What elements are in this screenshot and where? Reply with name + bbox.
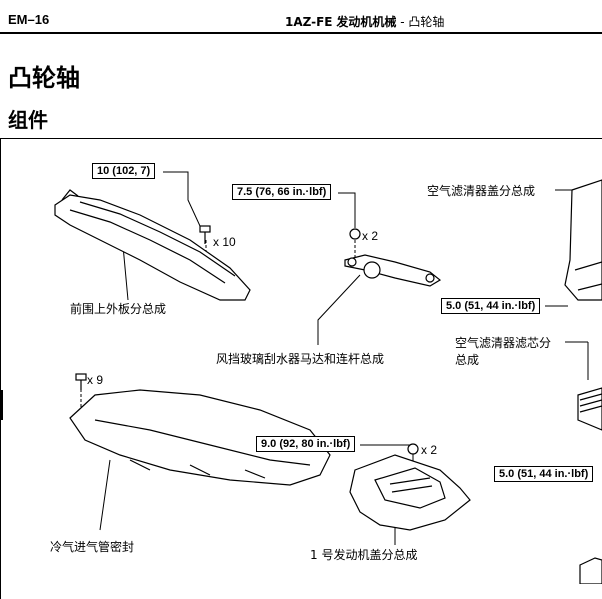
leader-seal-label xyxy=(99,459,111,531)
air-cleaner-cap-drawing xyxy=(564,179,602,301)
torque-spec-cover-nut: 9.0 (92, 80 in.·lbf) xyxy=(256,436,356,452)
illustration-frame xyxy=(0,138,602,599)
air-filter-drawing xyxy=(577,387,602,431)
running-header: 1AZ-FE 发动机机械 - 凸轮轴 xyxy=(285,13,444,30)
label-air-cleaner-cap: 空气滤清器盖分总成 xyxy=(427,184,536,198)
qty-seal-clips: x 9 xyxy=(87,373,104,387)
torque-spec-air-cleaner: 5.0 (51, 44 in.·lbf) xyxy=(441,298,541,314)
wiper-drawing xyxy=(344,254,442,287)
component-illustration xyxy=(54,171,602,584)
partial-component-drawing xyxy=(579,557,602,584)
cool-air-seal-drawing xyxy=(69,389,331,486)
section-name: 发动机机械 xyxy=(336,15,397,29)
qty-wiper-nuts: x 2 xyxy=(362,229,379,243)
leader-wiper-torque xyxy=(338,192,356,228)
section-subtitle: 组件 xyxy=(8,108,48,132)
label-cowl-panel: 前围上外板分总成 xyxy=(70,302,167,316)
header-topic: 凸轮轴 xyxy=(408,15,445,29)
engine-cover-drawing xyxy=(349,454,471,531)
cover-nut xyxy=(407,443,419,455)
seal-clip xyxy=(75,373,87,390)
label-air-filter-line2: 总成 xyxy=(455,353,480,367)
torque-spec-wiper-nut: 7.5 (76, 66 in.·lbf) xyxy=(232,184,332,200)
label-wiper-assembly: 风挡玻璃刮水器马达和连杆总成 xyxy=(216,352,385,366)
qty-cover-nuts: x 2 xyxy=(421,443,438,457)
label-engine-cover: 1 号发动机盖分总成 xyxy=(310,548,418,562)
label-cool-air-seal: 冷气进气管密封 xyxy=(50,540,135,554)
qty-cowl-bolts: x 10 xyxy=(213,235,236,249)
margin-tab xyxy=(0,390,3,420)
engine-code: 1AZ-FE xyxy=(285,15,333,29)
header-rule xyxy=(0,32,602,34)
wiper-nut xyxy=(349,228,361,240)
page-code: EM–16 xyxy=(8,12,50,27)
torque-spec-cowl-bolt: 10 (102, 7) xyxy=(92,163,156,179)
cowl-panel-drawing xyxy=(54,189,251,301)
torque-spec-filter: 5.0 (51, 44 in.·lbf) xyxy=(494,466,594,482)
label-air-filter-line1: 空气滤清器滤芯分 xyxy=(455,336,552,350)
page-title: 凸轮轴 xyxy=(8,64,80,92)
leader-cowl-torque xyxy=(163,171,201,227)
header-separator: - xyxy=(400,15,405,29)
leader-wiper-label xyxy=(317,274,361,345)
cowl-bolt xyxy=(199,225,211,244)
